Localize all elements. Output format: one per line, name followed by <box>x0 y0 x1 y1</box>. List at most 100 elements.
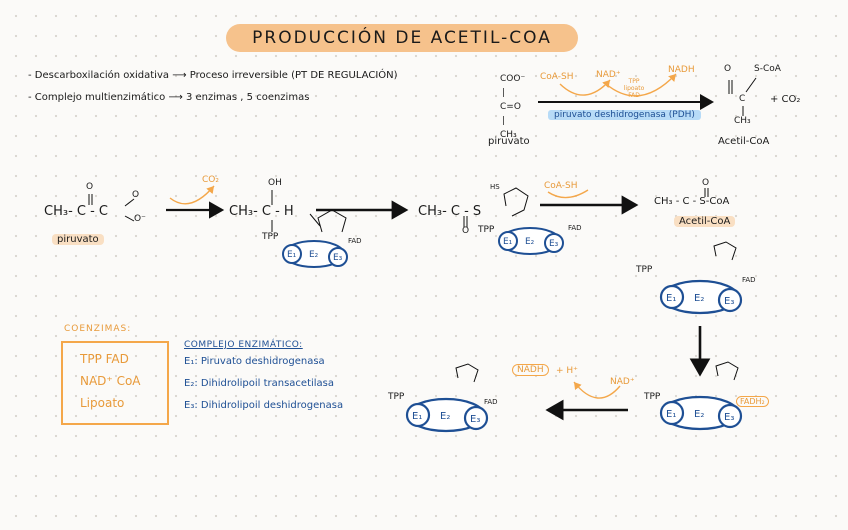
e3-label: E₃ <box>470 414 480 425</box>
acetyl-lipo-o: O <box>462 226 470 236</box>
enzyme-complex: E₁ E₂ E₃ <box>659 279 743 315</box>
co2-label: CO₂ <box>202 175 219 185</box>
note-right: Proceso irreversible (PT DE REGULACIÓN) <box>189 70 398 81</box>
summary-plus-co2: + CO₂ <box>770 94 801 105</box>
complejo-item: E₂: Dihidrolipoil transacetilasa <box>184 378 335 389</box>
arrow-glyph: ⟶ <box>172 70 187 81</box>
summary-acetyl-ch3: CH₃ <box>734 116 751 126</box>
pyruvate-line: COO⁻ <box>500 74 526 84</box>
summary-nad: NAD⁺ <box>596 70 621 80</box>
coenzima-item: NAD⁺ CoA <box>80 374 141 388</box>
note-line-2: - Complejo multienzimático ⟶ 3 enzimas ,… <box>28 92 309 103</box>
e1-label: E₁ <box>666 293 676 304</box>
pyruvate-bond <box>124 198 135 207</box>
pyruvate-o-top: O <box>86 182 94 192</box>
note-bullet: - <box>28 70 32 81</box>
e2-label: E₂ <box>525 237 535 247</box>
nadh-label: NADH <box>512 364 549 376</box>
summary-pyruvate-label: piruvato <box>488 136 530 147</box>
hydroxy-formula: CH₃- C - H <box>229 204 294 219</box>
hs-label: HS <box>490 183 500 191</box>
pyruvate-o-right-top: O <box>132 190 140 200</box>
e3-label: E₃ <box>333 253 343 263</box>
lipoyl-ring <box>713 241 737 261</box>
tpp-label: TPP <box>636 265 653 275</box>
coenzimas-box <box>61 341 169 425</box>
summary-coash: CoA-SH <box>540 72 574 82</box>
coash-label: CoA-SH <box>544 181 578 191</box>
e2-label: E₂ <box>694 293 704 304</box>
pyruvate-line: C=O <box>500 102 521 112</box>
enzyme-complex: E₁ E₂ E₃ <box>405 397 489 433</box>
summary-acetyl-label: Acetil-CoA <box>718 136 770 147</box>
acetylcoa-formula: CH₃ - C - S-CoA <box>654 196 730 207</box>
fad-label: FAD <box>484 398 498 406</box>
note-right: 3 enzimas , 5 coenzimas <box>185 92 310 103</box>
acetyl-lipo-formula: CH₃- C - S <box>418 204 482 219</box>
nad-label: NAD⁺ <box>610 377 635 387</box>
pyruvate-line: | <box>502 88 506 98</box>
tpp-label: TPP <box>388 392 405 402</box>
tpp-label: TPP <box>478 225 495 235</box>
e3-label: E₃ <box>724 412 734 423</box>
note-left: Complejo multienzimático <box>34 92 166 103</box>
hydroxy-oh: OH <box>268 178 282 188</box>
arrow-glyph: ⟶ <box>168 92 183 103</box>
fad-label: FAD <box>568 224 582 232</box>
coenzima-item: Lipoato <box>80 396 125 410</box>
summary-nadh: NADH <box>668 65 695 75</box>
e3-label: E₃ <box>724 296 734 307</box>
e2-label: E₂ <box>309 250 319 260</box>
lipoyl-ring <box>715 361 739 381</box>
page-title: PRODUCCIÓN DE ACETIL-COA <box>226 24 578 52</box>
co2-arc <box>169 185 215 205</box>
note-left: Descarboxilación oxidativa <box>34 70 169 81</box>
e1-label: E₁ <box>503 237 513 247</box>
summary-bond <box>745 77 757 93</box>
complejo-item: E₃: Dihidrolipoil deshidrogenasa <box>184 400 344 411</box>
pyruvate-formula: CH₃- C - C <box>44 204 108 219</box>
note-line-1: - Descarboxilación oxidativa ⟶ Proceso i… <box>28 70 398 81</box>
pyruvate-o-right-bottom: O⁻ <box>134 214 146 224</box>
summary-pyruvate: COO⁻ | C=O | CH₃ <box>500 72 525 142</box>
pyruvate-line: | <box>502 116 506 126</box>
e2-label: E₂ <box>694 409 704 420</box>
enzyme-complex: E₁ E₂ E₃ <box>498 227 564 255</box>
tpp-label: TPP <box>262 232 279 242</box>
summary-acetyl-c: C <box>739 94 746 104</box>
e2-label: E₂ <box>440 411 450 422</box>
coash-arc <box>547 189 589 199</box>
fad-label: FAD <box>742 276 756 284</box>
nad-arc <box>573 381 621 399</box>
h-plus-label: + H⁺ <box>556 366 578 376</box>
lipoyl-ring <box>309 209 347 233</box>
pyruvate-label: piruvato <box>52 234 104 245</box>
e1-label: E₁ <box>412 411 422 422</box>
pyruvate-line: CH₃ <box>500 130 517 140</box>
e1-label: E₁ <box>287 250 297 260</box>
acetylcoa-label: Acetil-CoA <box>674 216 736 227</box>
summary-acetyl-scoa: S-CoA <box>754 64 781 74</box>
tpp-label: TPP <box>644 392 661 402</box>
lipoyl-ring <box>503 187 529 217</box>
enzyme-complex: E₁ E₂ E₃ <box>282 240 348 268</box>
e3-label: E₃ <box>549 239 559 249</box>
lipoyl-ring <box>455 363 479 383</box>
pyruvate-bond <box>124 215 135 222</box>
complejo-item: E₁: Piruvato deshidrogenasa <box>184 356 325 367</box>
complejo-heading: COMPLEJO ENZIMÁTICO: <box>184 340 303 350</box>
coenzima-item: TPP FAD <box>80 352 129 366</box>
summary-arc-left <box>559 79 611 96</box>
summary-enzyme-label: piruvato deshidrogenasa (PDH) <box>548 110 701 120</box>
coenzimas-heading: COENZIMAS: <box>64 324 132 334</box>
e1-label: E₁ <box>666 409 676 420</box>
note-bullet: - <box>28 92 32 103</box>
fad-label: FAD <box>348 237 362 245</box>
summary-acetyl-o: O <box>724 64 732 74</box>
summary-arc-right <box>605 73 677 97</box>
enzyme-complex: E₁ E₂ E₃ <box>659 395 743 431</box>
fadh2-label: FADH₂ <box>736 396 769 407</box>
acetylcoa-o: O <box>702 178 710 188</box>
